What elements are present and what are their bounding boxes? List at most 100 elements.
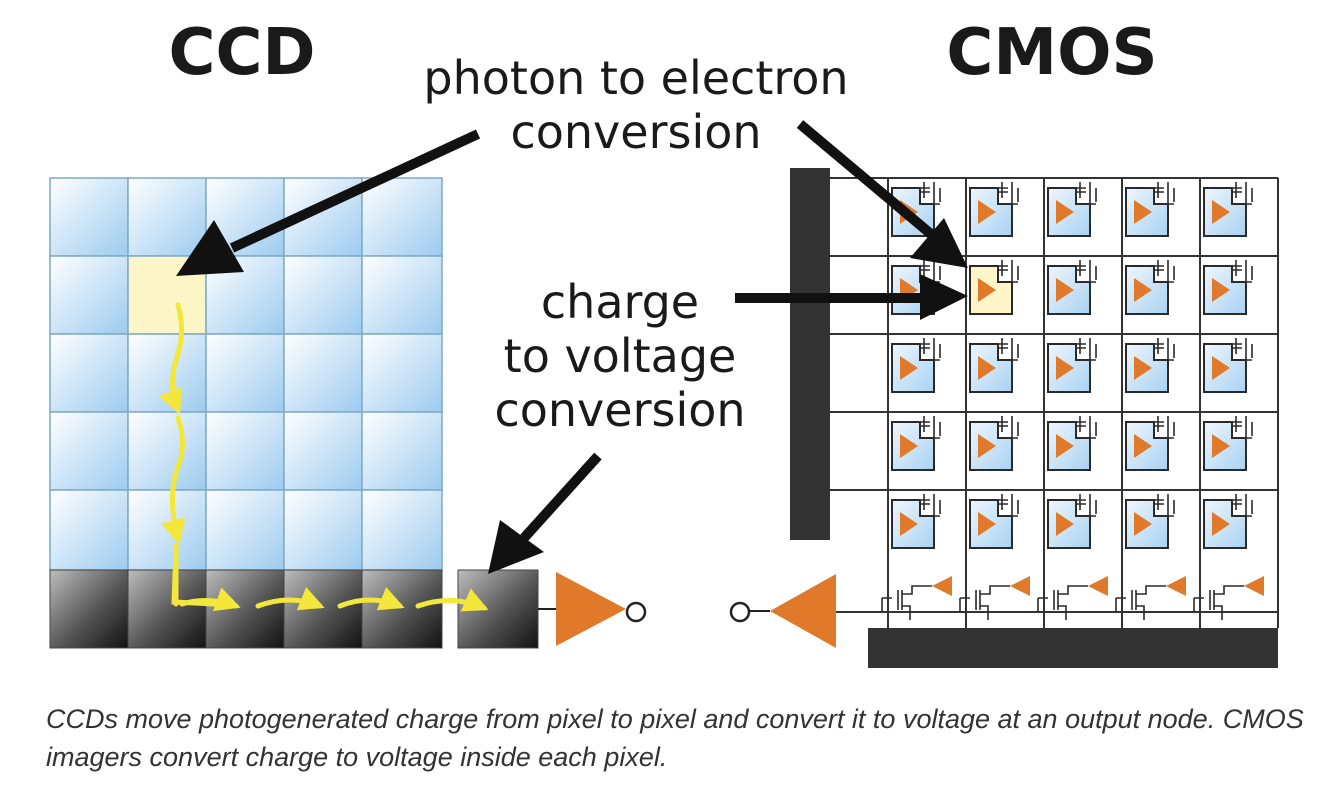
cmos-pixel [969,416,1019,471]
pixel-transistor [998,182,1019,205]
cmos-pixel [1125,338,1175,393]
ccd-pixel [49,333,129,413]
pixel-transistor [1076,338,1097,361]
ccd-pixel [205,333,285,413]
cmos-pixel [1203,494,1253,549]
photon-label-line2: conversion [510,105,761,159]
ccd-pixel [127,177,207,257]
pixel-transistor [1232,182,1253,205]
cmos-pixel [1203,416,1253,471]
ccd-vs-cmos-figure: CCD CMOS photon to electron conversion c… [49,16,1279,668]
pixel-transistor [1076,260,1097,283]
cmos-pixel-highlighted [969,260,1019,315]
cmos-row-select-bus [790,168,830,540]
pixel-transistor [1076,416,1097,439]
column-amp-triangle [1088,576,1108,596]
pixel-amplifier [1134,200,1152,224]
pixel-amplifier [978,200,996,224]
ccd-pixel [127,411,207,491]
cmos-output-amplifier [729,574,836,648]
ccd-pixel [361,177,443,257]
pixel-amplifier [1056,356,1074,380]
pixel-amplifier [1212,434,1230,458]
column-transistor [881,585,932,620]
ccd-pixel [127,333,207,413]
charge-transfer-path [158,302,489,612]
column-transistor [1115,585,1166,620]
ccd-title: CCD [168,16,315,90]
pixel-amplifier [1056,200,1074,224]
register-cell [361,569,443,649]
pixel-amplifier [1134,512,1152,536]
pixel-amplifier [1056,278,1074,302]
register-cell [205,569,285,649]
pixel-amplifier [1134,434,1152,458]
register-cell [283,569,363,649]
cmos-pixel [1047,416,1097,471]
pixel-transistor [1154,416,1175,439]
ccd-pixel [361,333,443,413]
cmos-pixel [1047,182,1097,237]
register-cell [127,569,207,649]
cmos-pixel [1125,182,1175,237]
ccd-pixel [127,489,207,571]
ccd-pixel [49,255,129,335]
pixel-transistor [920,338,941,361]
ccd-output-amplifier [538,572,647,646]
figure-caption: CCDs move photogenerated charge from pix… [46,704,1304,772]
ccd-pixel [283,489,363,571]
ccd-pixel [361,489,443,571]
pixel-transistor [1154,338,1175,361]
charge-label-line1: charge [541,275,699,329]
pixel-amplifier [1056,434,1074,458]
pixel-transistor [1232,494,1253,517]
charge-label-line3: conversion [494,383,745,437]
ccd-pixel [283,333,363,413]
pixel-transistor [1154,494,1175,517]
cmos-pixel [1047,494,1097,549]
column-transistor [1193,585,1244,620]
pixel-amplifier [900,512,918,536]
pixel-amplifier [978,356,996,380]
pixel-transistor [1154,182,1175,205]
cmos-pixel [1125,416,1175,471]
cmos-pixel [891,338,941,393]
pixel-transistor [1232,338,1253,361]
ccd-shift-register [49,569,443,649]
column-amplifier [1037,576,1108,620]
ccd-pixel [283,255,363,335]
cmos-pixel [1125,260,1175,315]
pixel-transistor [920,416,941,439]
ccd-pixel [205,489,285,571]
register-cell [49,569,129,649]
pixel-transistor [998,338,1019,361]
ccd-pixel [361,255,443,335]
pixel-transistor [1076,494,1097,517]
ccd-pixel [361,411,443,491]
cmos-pixel [1203,182,1253,237]
ccd-pixel [49,177,129,257]
column-transistor [1037,585,1088,620]
pixel-amplifier [978,512,996,536]
photon-arrow-to-ccd [176,129,481,276]
charge-arrow-to-ccd [488,452,602,574]
pixel-amplifier [1212,200,1230,224]
cmos-column-output-bus [868,628,1278,668]
photon-arrow-to-cmos [796,120,968,268]
charge-label-line2: to voltage [504,329,737,383]
column-amp-triangle [932,576,952,596]
cmos-pixel [1047,338,1097,393]
pixel-amplifier [900,434,918,458]
photon-label-line1: photon to electron [423,51,848,105]
ccd-pixel [205,411,285,491]
column-amplifier [881,576,952,620]
pixel-transistor [920,260,941,283]
cmos-title: CMOS [946,16,1157,90]
pixel-amplifier [978,434,996,458]
pixel-transistor [998,416,1019,439]
pixel-amplifier [1212,278,1230,302]
pixel-amplifier [1134,356,1152,380]
column-amplifier [1115,576,1186,620]
pixel-transistor [1232,260,1253,283]
